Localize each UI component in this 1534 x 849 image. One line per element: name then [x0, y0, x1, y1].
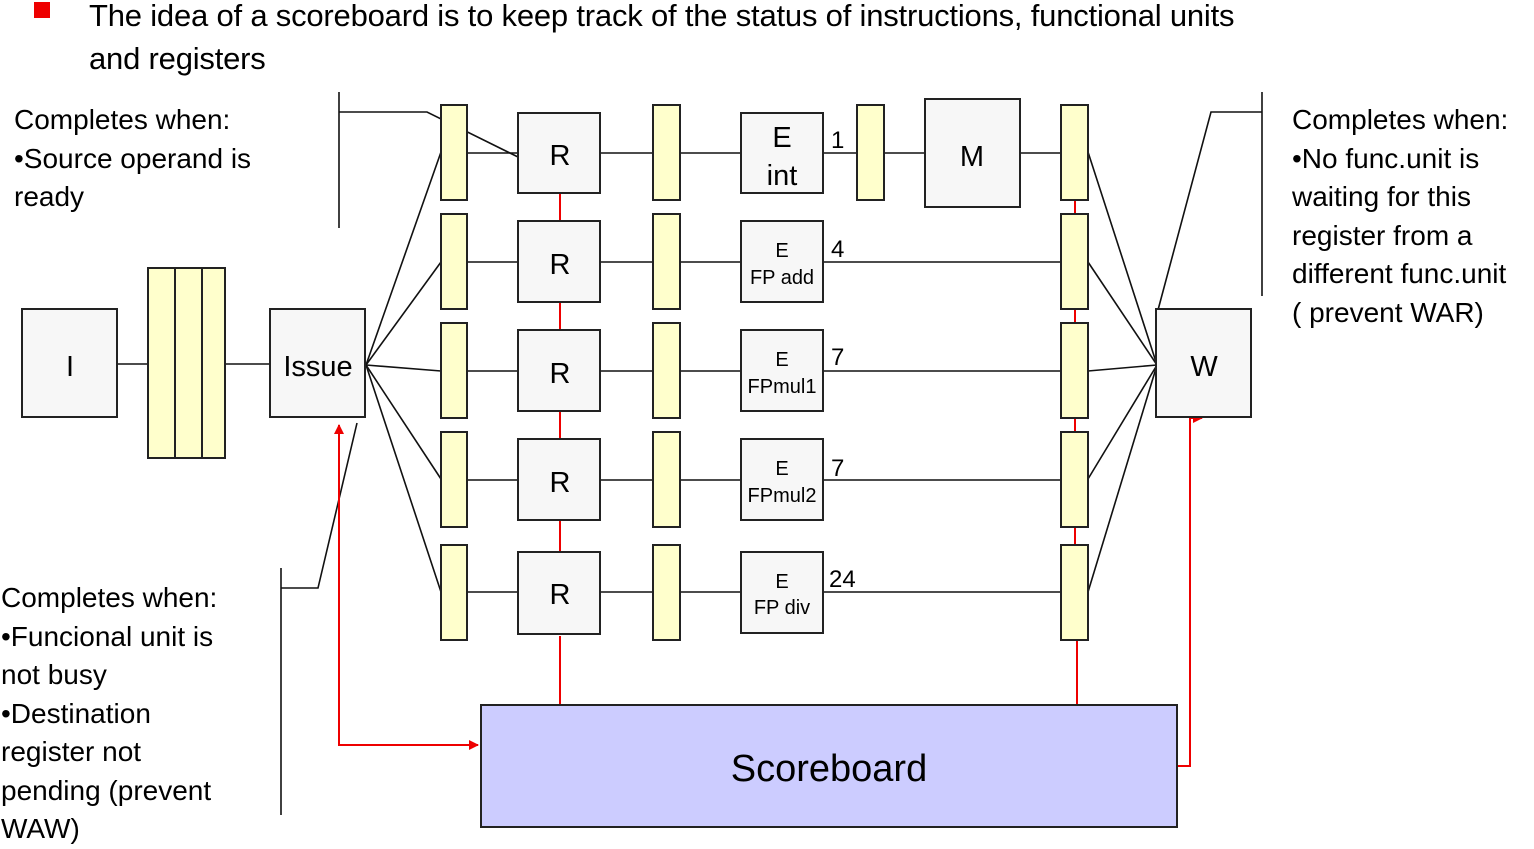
write-label: W — [1190, 351, 1218, 383]
write-note-bracket — [1157, 92, 1263, 311]
fetch-stage-box — [21, 308, 118, 418]
unit-fpadd-line1: E — [775, 240, 788, 262]
issue-note-bracket — [280, 422, 358, 815]
headline-line-1: The idea of a scoreboard is to keep trac… — [89, 0, 1235, 33]
memory-label: M — [960, 141, 984, 173]
unit-int-line2: int — [767, 160, 798, 192]
latches-col-3 — [1060, 104, 1089, 641]
issue-label: Issue — [283, 351, 352, 383]
read-note-line: •Source operand is — [14, 142, 252, 174]
instruction-queue — [147, 267, 226, 459]
scoreboard-label: Scoreboard — [731, 748, 927, 790]
execute-unit-boxes — [740, 112, 824, 634]
write-note-line: ( prevent WAR) — [1292, 296, 1484, 328]
latches-col-2 — [652, 104, 681, 641]
unit-int-line1: E — [772, 122, 791, 154]
unit-fpmul1-line1: E — [775, 349, 788, 371]
fetch-label: I — [66, 351, 74, 383]
issue-stage-box — [269, 308, 366, 418]
memory-stage-box — [924, 98, 1021, 208]
issue-note-line: register not — [1, 736, 142, 767]
headline: The idea of a scoreboard is to keep trac… — [89, 0, 1529, 80]
latches-col-1 — [440, 104, 468, 641]
read-label-2: R — [550, 358, 571, 390]
unit-fpmul1-latency: 7 — [831, 344, 844, 371]
issue-note-line: pending (prevent — [1, 774, 212, 806]
read-label-4: R — [550, 579, 571, 611]
unit-fpdiv-line1: E — [775, 571, 788, 593]
issue-note-line: •Funcional unit is — [1, 620, 214, 652]
unit-fpmul2-line2: FPmul2 — [748, 485, 817, 507]
issue-note-line: •Destination — [1, 697, 151, 729]
issue-note-title: Completes when: — [1, 582, 218, 613]
bullet-square-icon — [34, 2, 50, 18]
write-note-line: •No func.unit is — [1292, 142, 1480, 174]
write-note-title: Completes when: — [1292, 104, 1509, 135]
read-label-0: R — [550, 140, 571, 172]
unit-int-latency: 1 — [831, 127, 844, 154]
issue-note-line: WAW) — [1, 813, 80, 844]
read-completion-note: Completes when: •Source operand is ready — [14, 101, 251, 217]
write-note-line: register from a — [1292, 219, 1473, 251]
row-wires — [467, 152, 1061, 593]
unit-fpadd-line2: FP add — [750, 267, 814, 289]
issue-fanout-wires — [365, 151, 442, 593]
read-label-3: R — [550, 467, 571, 499]
read-note-bracket — [338, 92, 519, 228]
unit-fpadd-latency: 4 — [831, 236, 844, 263]
read-operand-boxes — [517, 112, 601, 635]
issue-to-scoreboard-arrow — [338, 433, 479, 750]
write-completion-note: Completes when: •No func.unit is waiting… — [1292, 101, 1508, 332]
latch-int-mem — [856, 104, 885, 201]
issue-note-line: not busy — [1, 659, 107, 690]
write-fanin-wires — [1087, 151, 1158, 593]
headline-line-2: and registers — [89, 41, 266, 76]
unit-fpdiv-line2: FP div — [754, 597, 810, 619]
read-label-1: R — [550, 249, 571, 281]
write-note-line: different func.unit — [1292, 258, 1507, 289]
scoreboard-to-write-arrow — [1177, 413, 1203, 767]
scoreboard-box — [480, 704, 1178, 828]
unit-fpmul1-line2: FPmul1 — [748, 376, 817, 398]
read-note-line: ready — [14, 181, 85, 212]
unit-fpmul2-line1: E — [775, 458, 788, 480]
unit-fpdiv-latency: 24 — [829, 566, 856, 593]
unit-fpmul2-latency: 7 — [831, 455, 844, 482]
read-note-title: Completes when: — [14, 104, 231, 135]
write-note-line: waiting for this — [1292, 181, 1471, 212]
issue-completion-note: Completes when: •Funcional unit is not b… — [1, 579, 217, 849]
write-stage-box — [1155, 308, 1252, 418]
